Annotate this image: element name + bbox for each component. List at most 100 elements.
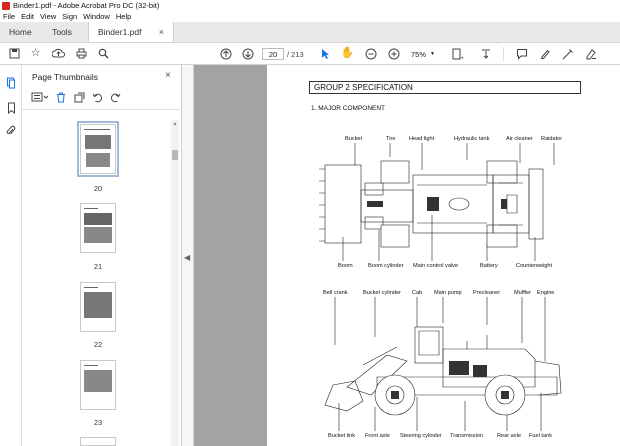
page-fit-icon[interactable] bbox=[451, 47, 464, 60]
panel-title: Page Thumbnails bbox=[32, 72, 98, 82]
page-number-input[interactable]: 20 bbox=[262, 48, 284, 60]
hand-tool-icon[interactable]: ✋ bbox=[340, 47, 355, 59]
collapse-left-icon[interactable]: ◀ bbox=[184, 253, 191, 262]
label-front-axle: Front axle bbox=[365, 433, 390, 439]
menu-bar: File Edit View Sign Window Help bbox=[0, 11, 620, 22]
search-icon[interactable] bbox=[97, 47, 110, 60]
label-counterweight: Counterweight bbox=[516, 263, 553, 269]
label-cab: Cab bbox=[412, 290, 423, 296]
document-viewport[interactable]: GROUP 2 SPECIFICATION 1. MAJOR COMPONENT… bbox=[194, 65, 620, 446]
label-rear-axle: Rear axle bbox=[497, 433, 521, 439]
scroll-mode-icon[interactable] bbox=[479, 47, 492, 60]
label-radiator: Raidator bbox=[541, 136, 563, 142]
menu-help[interactable]: Help bbox=[115, 12, 132, 21]
thumbnail-label-20: 20 bbox=[93, 184, 103, 193]
scroll-up-icon[interactable]: ▲ bbox=[172, 121, 178, 127]
thumb-table bbox=[84, 227, 112, 243]
label-main-pump: Main pump bbox=[434, 290, 462, 296]
scrollbar-thumb[interactable] bbox=[172, 150, 178, 160]
pdf-page: GROUP 2 SPECIFICATION 1. MAJOR COMPONENT… bbox=[267, 65, 620, 446]
subsection-title: 1. MAJOR COMPONENT bbox=[311, 105, 386, 112]
label-bucket-link: Bucket link bbox=[328, 433, 356, 439]
bookmark-star-icon[interactable]: ☆ bbox=[30, 47, 41, 59]
previous-page-icon[interactable] bbox=[219, 47, 232, 60]
attachments-paperclip-icon[interactable] bbox=[5, 125, 17, 137]
chevron-down-icon: ▼ bbox=[430, 51, 435, 57]
thumb-table bbox=[84, 292, 112, 318]
thumb-table bbox=[84, 213, 112, 225]
label-bell-crank: Bell crank bbox=[323, 290, 348, 296]
label-steering-cylinder: Steering cylinder bbox=[400, 433, 442, 439]
panel-divider bbox=[22, 109, 182, 110]
rotate-right-icon[interactable] bbox=[108, 91, 122, 104]
thumb-figure bbox=[86, 153, 110, 167]
label-bucket-cylinder: Bucket cylinder bbox=[363, 290, 401, 296]
bookmarks-icon[interactable] bbox=[5, 102, 17, 114]
thumb-line bbox=[84, 208, 98, 210]
section-title: GROUP 2 SPECIFICATION bbox=[309, 81, 581, 94]
rotate-left-icon[interactable] bbox=[90, 91, 104, 104]
close-icon[interactable]: × bbox=[158, 27, 164, 37]
highlight-pen-icon[interactable] bbox=[538, 47, 551, 60]
thumb-line bbox=[84, 129, 110, 131]
tab-tools[interactable]: Tools bbox=[52, 27, 72, 37]
toolbar: ☆ 20 / 213 ✋ 75% ▼ bbox=[0, 43, 620, 65]
acrobat-logo-icon bbox=[2, 1, 10, 10]
label-muffler: Muffler bbox=[514, 290, 531, 296]
label-engine: Engine bbox=[537, 290, 555, 296]
options-menu-icon[interactable] bbox=[30, 91, 50, 104]
label-air-cleaner: Air cleaner bbox=[506, 136, 533, 142]
menu-window[interactable]: Window bbox=[83, 12, 110, 21]
page-thumbnails-icon[interactable] bbox=[5, 77, 17, 89]
thumbnail-page-22[interactable] bbox=[80, 282, 116, 332]
label-head-light: Head light bbox=[409, 136, 435, 142]
thumbnail-page-21[interactable] bbox=[80, 203, 116, 253]
label-tire: Tire bbox=[386, 136, 396, 142]
next-page-icon[interactable] bbox=[241, 47, 254, 60]
label-hydraulic-tank: Hydraulic tank bbox=[454, 136, 490, 142]
thumbnails-scrollbar[interactable]: ▲ bbox=[171, 120, 179, 446]
window-title: Binder1.pdf - Adobe Acrobat Pro DC (32-b… bbox=[13, 1, 160, 10]
fill-sign-icon[interactable] bbox=[584, 47, 597, 60]
tab-document-label: Binder1.pdf bbox=[98, 27, 142, 37]
thumbnail-page-23[interactable] bbox=[80, 360, 116, 410]
menu-file[interactable]: File bbox=[3, 12, 16, 21]
zoom-out-icon[interactable] bbox=[364, 47, 377, 60]
print-icon[interactable] bbox=[75, 47, 88, 60]
select-cursor-icon[interactable] bbox=[318, 47, 331, 60]
cloud-upload-icon[interactable] bbox=[52, 47, 65, 60]
label-boom-cylinder: Boom cylinder bbox=[368, 263, 404, 269]
tab-bar: Home Tools Binder1.pdf × bbox=[0, 22, 620, 43]
thumbnail-page-20[interactable] bbox=[77, 121, 119, 177]
tab-document[interactable]: Binder1.pdf × bbox=[88, 22, 174, 42]
label-battery: Battery bbox=[480, 263, 498, 269]
wheel-loader-diagram bbox=[319, 143, 562, 431]
zoom-in-icon[interactable] bbox=[387, 47, 400, 60]
save-icon[interactable] bbox=[8, 47, 21, 60]
thumbnails-panel: Page Thumbnails × 20 21 22 bbox=[22, 65, 182, 446]
label-boom: Boom bbox=[338, 263, 353, 269]
thumbnail-page-next[interactable] bbox=[80, 437, 116, 446]
toolbar-divider bbox=[503, 47, 504, 61]
delete-page-icon[interactable] bbox=[54, 91, 68, 104]
panel-toolbar bbox=[30, 90, 126, 104]
menu-sign[interactable]: Sign bbox=[62, 12, 78, 21]
thumb-table bbox=[84, 370, 112, 392]
zoom-level: 75% bbox=[411, 49, 427, 59]
menu-edit[interactable]: Edit bbox=[21, 12, 35, 21]
label-transmission: Transmission bbox=[450, 433, 484, 439]
menu-view[interactable]: View bbox=[40, 12, 57, 21]
extract-page-icon[interactable] bbox=[72, 91, 86, 104]
label-main-control-valve: Main control valve bbox=[413, 263, 459, 269]
label-precleaner: Precleaner bbox=[473, 290, 501, 296]
thumbnail-label-23: 23 bbox=[93, 418, 103, 427]
panel-collapse-strip[interactable]: ◀ bbox=[182, 65, 194, 446]
title-bar: Binder1.pdf - Adobe Acrobat Pro DC (32-b… bbox=[0, 0, 620, 11]
navigation-pane-strip bbox=[0, 65, 22, 446]
comment-icon[interactable] bbox=[515, 47, 528, 60]
draw-icon[interactable] bbox=[561, 47, 574, 60]
close-panel-icon[interactable]: × bbox=[165, 70, 171, 81]
thumb-line bbox=[84, 365, 98, 367]
tab-home[interactable]: Home bbox=[9, 27, 32, 37]
zoom-level-select[interactable]: 75% ▼ bbox=[409, 48, 437, 60]
